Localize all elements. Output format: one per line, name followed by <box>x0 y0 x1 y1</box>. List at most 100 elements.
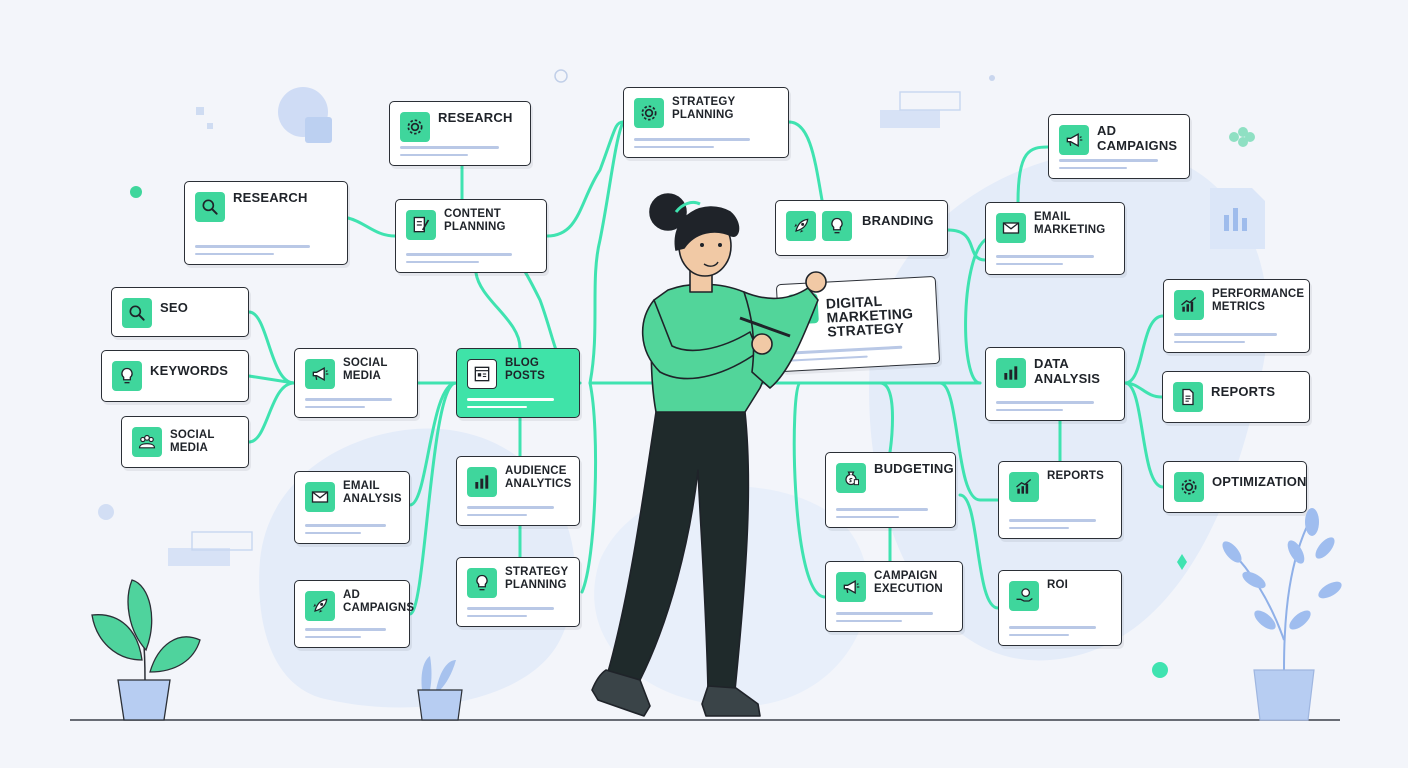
node-strategy-planning-bottom: STRATEGY PLANNING <box>456 557 580 627</box>
placeholder-text-lines <box>1174 328 1277 343</box>
node-blog-posts: BLOG POSTS <box>456 348 580 418</box>
placeholder-text-lines <box>467 602 554 617</box>
node-research-top: RESEARCH <box>389 101 531 166</box>
placeholder-text-lines <box>1059 154 1158 169</box>
gear-icon <box>634 98 664 128</box>
node-label: BLOG POSTS <box>505 357 545 382</box>
node-strategy-planning-top: STRATEGY PLANNING <box>623 87 789 158</box>
connector-line <box>938 381 1000 502</box>
placeholder-text-lines <box>836 607 933 622</box>
people-icon <box>132 427 162 457</box>
connector-line <box>787 120 824 202</box>
placeholder-text-lines <box>467 393 554 408</box>
node-label: RESEARCH <box>233 190 308 205</box>
node-social-media-small: SOCIAL MEDIA <box>121 416 249 468</box>
node-label: EMAIL ANALYSIS <box>343 480 402 505</box>
connector-line <box>1123 314 1165 385</box>
decor-square <box>305 117 332 143</box>
connector-line <box>588 120 625 385</box>
magnifier-icon <box>122 298 152 328</box>
node-performance-metrics: PERFORMANCE METRICS <box>1163 279 1310 353</box>
rocket-icon <box>305 591 335 621</box>
node-reports-right: REPORTS <box>1162 371 1310 423</box>
node-content-planning: CONTENT PLANNING <box>395 199 547 273</box>
connector-line <box>346 216 397 238</box>
node-data-analysis: DATA ANALYSIS <box>985 347 1125 421</box>
decor-rect-top <box>880 110 940 128</box>
megaphone-icon <box>305 359 335 389</box>
placeholder-text-lines <box>1009 621 1096 636</box>
decor-dot <box>130 186 142 198</box>
bar-chart-icon <box>467 467 497 497</box>
connector-line <box>247 374 296 385</box>
node-label: OPTIMIZATION <box>1212 474 1307 489</box>
woman-smile <box>703 261 719 267</box>
woman-shoe <box>591 669 651 717</box>
node-roi: ROI <box>998 570 1122 646</box>
node-label: CAMPAIGN EXECUTION <box>874 570 943 595</box>
placeholder-text-lines <box>406 248 512 263</box>
envelope-icon <box>996 213 1026 243</box>
magnifier-icon <box>195 192 225 222</box>
node-label: KEYWORDS <box>150 363 229 378</box>
connector-line <box>958 493 1000 610</box>
woman-figure-drawing <box>591 193 827 717</box>
connector-line <box>1016 145 1050 204</box>
node-label: STRATEGY PLANNING <box>505 566 569 591</box>
decor-dot <box>98 504 114 520</box>
node-seo: SEO <box>111 287 249 337</box>
rocket-icon <box>786 211 816 241</box>
placeholder-text-lines <box>836 503 928 518</box>
woman-hair <box>674 206 740 251</box>
connector-line <box>946 228 987 262</box>
decor-dot <box>989 75 995 81</box>
node-optimization: OPTIMIZATION <box>1163 461 1307 513</box>
decor-rect-left <box>168 548 230 566</box>
woman-hand <box>751 333 773 355</box>
node-label: AUDIENCE ANALYTICS <box>505 465 572 490</box>
sparkle-icon <box>1177 554 1187 570</box>
placeholder-text-lines <box>996 396 1094 411</box>
woman-arm-left <box>641 299 759 380</box>
placeholder-text-lines <box>634 133 750 148</box>
node-label: ROI <box>1047 579 1069 591</box>
decor-dot <box>554 69 568 83</box>
node-social-media: SOCIAL MEDIA <box>294 348 418 418</box>
decor-rect-top-outline <box>899 91 961 111</box>
growth-chart-icon <box>1009 472 1039 502</box>
node-label: AD CAMPAIGNS <box>343 589 415 614</box>
node-label: AD CAMPAIGNS <box>1097 123 1178 153</box>
placeholder-text-lines <box>996 250 1094 265</box>
connector-line <box>247 381 296 444</box>
placeholder-text-lines <box>305 393 392 408</box>
node-label: REPORTS <box>1211 384 1276 399</box>
roi-coin-hand-icon <box>1009 581 1039 611</box>
connector-line <box>408 381 458 507</box>
megaphone-icon <box>1059 125 1089 155</box>
lightbulb-icon <box>112 361 142 391</box>
node-ad-campaigns-top: AD CAMPAIGNS <box>1048 114 1190 179</box>
decor-dot <box>207 123 213 129</box>
placeholder-text-lines <box>195 240 310 255</box>
node-budgeting: BUDGETING <box>825 452 956 528</box>
node-campaign-execution: CAMPAIGN EXECUTION <box>825 561 963 632</box>
node-label: RESEARCH <box>438 110 513 125</box>
node-keywords: KEYWORDS <box>101 350 249 402</box>
placeholder-text-lines <box>467 501 554 516</box>
connector-line <box>878 381 894 454</box>
node-ad-campaigns-bottom: AD CAMPAIGNS <box>294 580 415 648</box>
woman-hair-band <box>674 200 701 213</box>
placeholder-text-lines <box>305 623 386 638</box>
connector-line <box>580 381 598 594</box>
woman-shoe <box>701 685 761 717</box>
connector-line <box>1123 381 1165 489</box>
woman-eye <box>718 243 722 247</box>
node-label: CONTENT PLANNING <box>444 208 506 233</box>
node-reports-mid: REPORTS <box>998 461 1122 539</box>
decor-rect-left-outline <box>191 531 253 551</box>
envelope-icon <box>305 482 335 512</box>
node-label: SOCIAL MEDIA <box>170 429 215 454</box>
